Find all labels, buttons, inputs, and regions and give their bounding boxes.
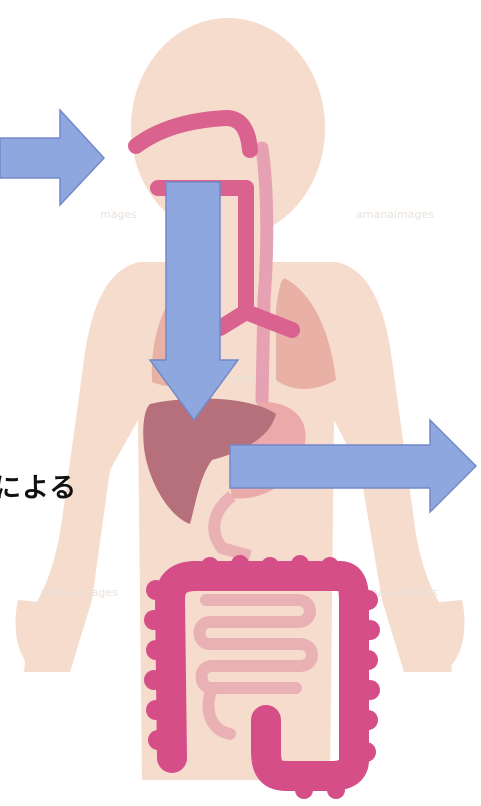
- watermark: amanaimages: [40, 586, 118, 599]
- torso: [24, 262, 452, 780]
- arrow-right-top: [0, 110, 104, 205]
- esophagus: [262, 148, 267, 400]
- caption-text: による: [0, 466, 77, 505]
- watermark: amanaimages: [356, 208, 434, 221]
- watermark: mages: [100, 208, 137, 221]
